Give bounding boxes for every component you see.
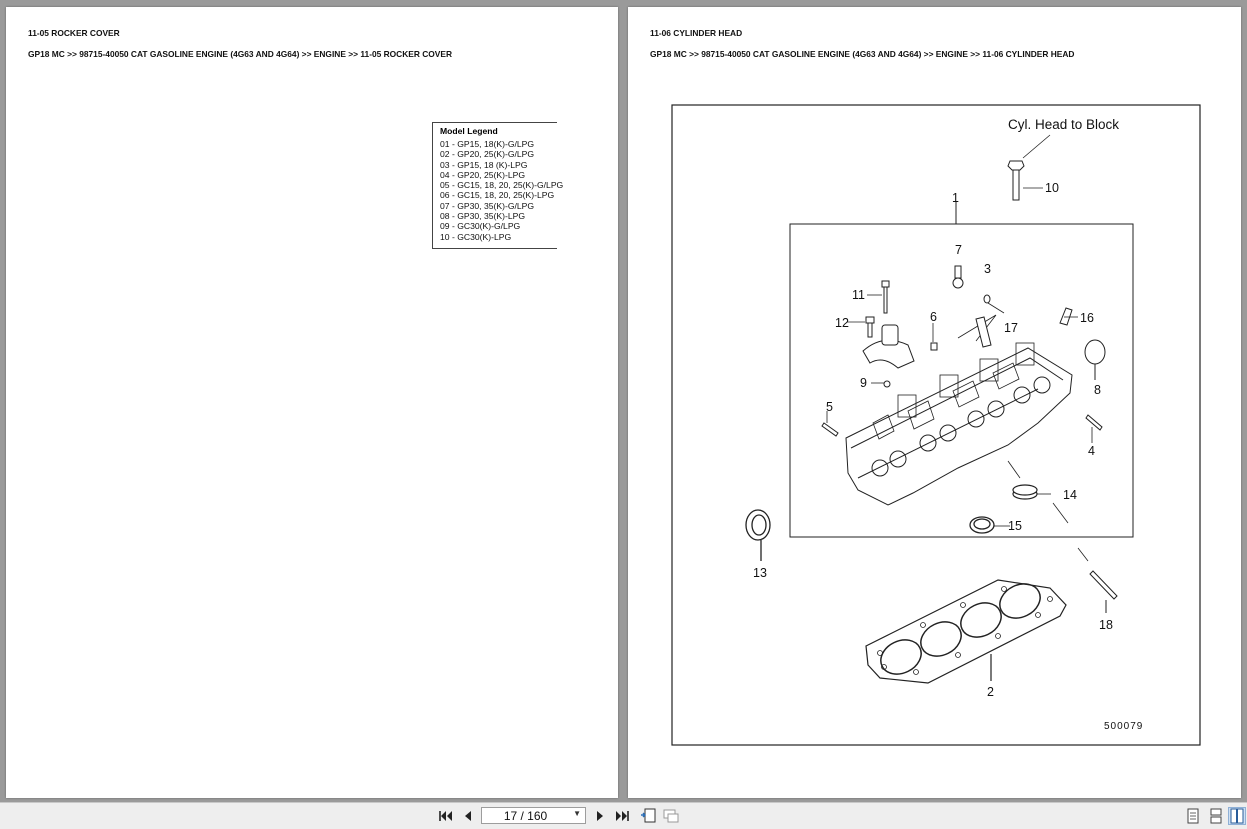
drawing-number: 500079 [1104,721,1143,732]
model-legend: Model Legend 01 - GP15, 18(K)-G/LPG 02 -… [432,122,564,249]
legend-item: 02 - GP20, 25(K)-G/LPG [440,149,535,160]
part-18-pin [1089,570,1118,613]
callout-2: 2 [987,685,994,699]
callout-4: 4 [1088,444,1095,458]
right-page: 11-06 CYLINDER HEAD GP18 MC >> 98715-400… [628,7,1241,798]
callout-16: 16 [1080,311,1094,325]
legend-item: 01 - GP15, 18(K)-G/LPG [440,139,535,149]
part-7-plug [952,265,964,289]
two-page-icon [1230,808,1244,824]
legend-item: 06 - GC15, 18, 20, 25(K)-LPG [440,190,555,201]
legend-item: 07 - GP30, 35(K)-G/LPG [440,200,535,211]
callout-1: 1 [952,191,959,205]
fit-width-icon [663,809,679,823]
part-9-ring [883,380,891,388]
part-5-pin [821,422,839,437]
part-11-bolt [881,280,890,314]
callout-7: 7 [955,243,962,257]
part-10-head-bolt [1007,160,1025,201]
callout-13: 13 [753,566,767,580]
single-page-button[interactable] [1185,808,1201,824]
legend-item: 05 - GC15, 18, 20, 25(K)-G/LPG [440,180,564,191]
continuous-page-button[interactable] [1208,808,1224,824]
page-title: 11-05 ROCKER COVER [28,28,120,38]
part-4-pin [1085,414,1103,431]
part-6-plug [930,342,938,351]
part-15-seal [969,516,995,534]
callout-9: 9 [860,376,867,390]
page-number-text: 17 / 160 [503,809,548,823]
bearing-cap [862,324,915,369]
two-page-button[interactable] [1228,807,1246,825]
fit-page-button[interactable] [640,808,656,824]
part-12-bolt [865,316,875,338]
assembly-box [789,223,1134,538]
breadcrumb: GP18 MC >> 98715-40050 CAT GASOLINE ENGI… [28,49,453,59]
last-page-icon [616,811,629,821]
left-page: 11-05 ROCKER COVER GP18 MC >> 98715-4005… [6,7,618,798]
part-13-seal [745,509,771,561]
callout-12: 12 [835,316,849,330]
next-page-icon [597,811,603,821]
part-2-head-gasket [865,579,1067,684]
callout-labels: 1 2 3 4 5 6 7 8 9 10 11 12 13 14 15 16 1… [753,181,1113,699]
part-17-tube [975,316,992,348]
single-page-icon [1187,808,1199,824]
part-16-cap [1059,307,1073,326]
model-legend-title: Model Legend [440,126,498,136]
callout-8: 8 [1094,383,1101,397]
callout-6: 6 [930,310,937,324]
next-page-button[interactable] [592,808,608,824]
callout-17: 17 [1004,321,1018,335]
cylinder-head-parts-diagram: Cyl. Head to Block [671,104,1201,746]
part-14-seal [1012,484,1038,500]
chevron-down-icon: ▼ [573,809,581,818]
callout-14: 14 [1063,488,1077,502]
callout-15: 15 [1008,519,1022,533]
prev-page-button[interactable] [460,808,476,824]
viewer-toolbar: 17 / 160 ▼ [0,802,1247,829]
breadcrumb: GP18 MC >> 98715-40050 CAT GASOLINE ENGI… [650,49,1075,59]
diagram-frame [671,104,1201,746]
fit-width-button[interactable] [663,808,679,824]
continuous-page-icon [1210,808,1222,824]
diagram-annotation: Cyl. Head to Block [1008,117,1119,132]
callout-3: 3 [984,262,991,276]
last-page-button[interactable] [614,808,630,824]
prev-page-icon [465,811,471,821]
legend-item: 04 - GP20, 25(K)-LPG [440,169,526,180]
legend-item: 10 - GC30(K)-LPG [440,231,512,242]
legend-item: 09 - GC30(K)-G/LPG [440,221,521,232]
part-3-o-ring [983,294,991,304]
fit-page-icon [641,808,656,823]
page-number-field[interactable]: 17 / 160 ▼ [481,807,586,824]
cylinder-head [845,342,1073,506]
part-8-plug [1084,339,1106,380]
first-page-button[interactable] [438,808,454,824]
callout-10: 10 [1045,181,1059,195]
legend-item: 03 - GP15, 18 (K)-LPG [440,159,528,170]
callout-18: 18 [1099,618,1113,632]
first-page-icon [439,811,452,821]
callout-5: 5 [826,400,833,414]
callout-11: 11 [852,288,865,302]
legend-item: 08 - GP30, 35(K)-LPG [440,211,526,222]
page-title: 11-06 CYLINDER HEAD [650,28,743,38]
